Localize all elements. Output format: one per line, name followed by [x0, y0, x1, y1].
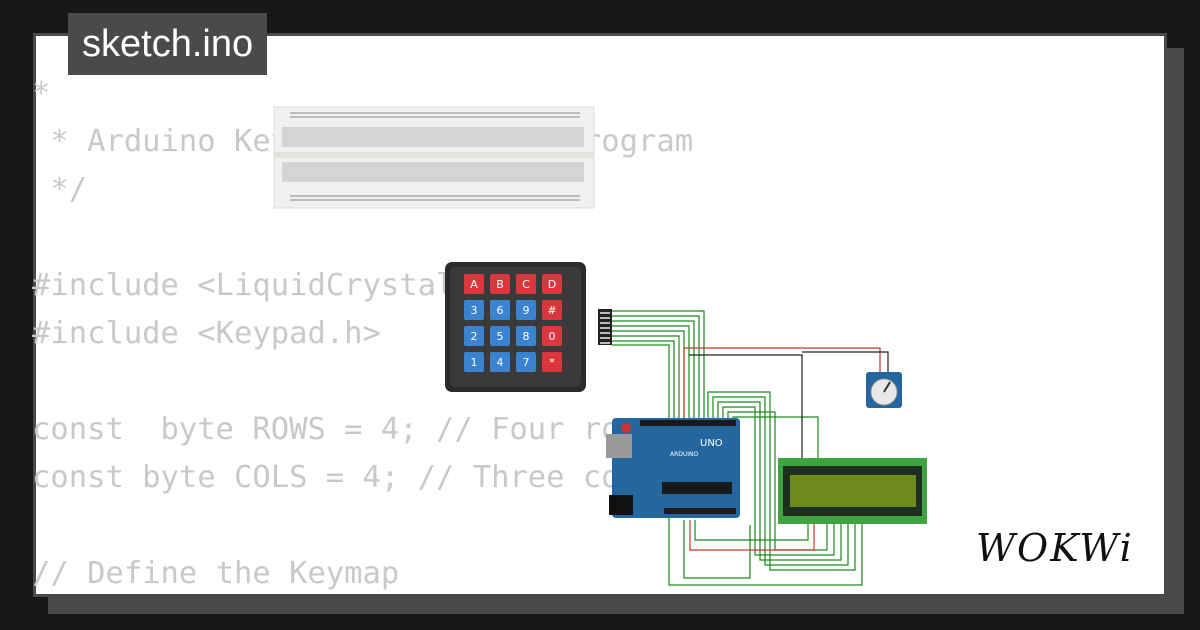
keypad-key-label: 2: [471, 330, 478, 343]
keypad-key[interactable]: [464, 300, 484, 320]
keypad-key-label: 7: [523, 356, 530, 369]
keypad-key-label: 5: [497, 330, 504, 343]
code-line: *: [32, 76, 51, 111]
keypad-key[interactable]: [516, 326, 536, 346]
keypad-key-label: 6: [497, 304, 504, 317]
keypad-key[interactable]: [490, 300, 510, 320]
keypad-key[interactable]: [516, 300, 536, 320]
keypad-key-label: #: [547, 304, 556, 317]
keypad-key[interactable]: [464, 352, 484, 372]
keypad-key[interactable]: [542, 326, 562, 346]
keypad-key-label: 9: [523, 304, 530, 317]
filename-tag: sketch.ino: [68, 13, 268, 75]
code-background: * * Arduino Keypad Calculator Program */…: [32, 70, 711, 598]
keypad[interactable]: A B C D 3 6 9 #2 5 8 0 1 4 7 *: [445, 262, 586, 392]
keypad-key[interactable]: [490, 352, 510, 372]
keypad-key[interactable]: [464, 274, 484, 294]
breadboard: [273, 106, 595, 209]
lcd-display[interactable]: [778, 458, 927, 524]
keypad-key-label: A: [470, 278, 478, 291]
code-line: */: [32, 172, 88, 207]
keypad-key-label: 0: [549, 330, 556, 343]
keypad-key[interactable]: [516, 352, 536, 372]
keypad-key-label: B: [496, 278, 504, 291]
keypad-key-label: 8: [523, 330, 530, 343]
keypad-key-label: 3: [471, 304, 478, 317]
keypad-key[interactable]: [542, 352, 562, 372]
potentiometer[interactable]: [866, 372, 902, 408]
arduino-brand: ARDUINO: [670, 451, 699, 458]
keypad-key-label: 4: [497, 356, 504, 369]
keypad-key-label: D: [548, 278, 556, 291]
arduino-uno[interactable]: UNO ARDUINO: [606, 418, 740, 518]
keypad-key-label: C: [522, 278, 530, 291]
keypad-connector: [598, 309, 612, 345]
keypad-key[interactable]: [490, 326, 510, 346]
keypad-key-label: 1: [471, 356, 478, 369]
wokwi-logo: WOKWi: [976, 526, 1134, 570]
keypad-key[interactable]: [542, 274, 562, 294]
keypad-key[interactable]: [542, 300, 562, 320]
code-line: // Define the Keymap: [32, 556, 400, 591]
keypad-key[interactable]: [516, 274, 536, 294]
code-line: #include <Keypad.h>: [32, 316, 381, 351]
arduino-label: UNO: [700, 438, 723, 449]
keypad-key[interactable]: [464, 326, 484, 346]
keypad-key-label: *: [549, 356, 555, 369]
keypad-key[interactable]: [490, 274, 510, 294]
